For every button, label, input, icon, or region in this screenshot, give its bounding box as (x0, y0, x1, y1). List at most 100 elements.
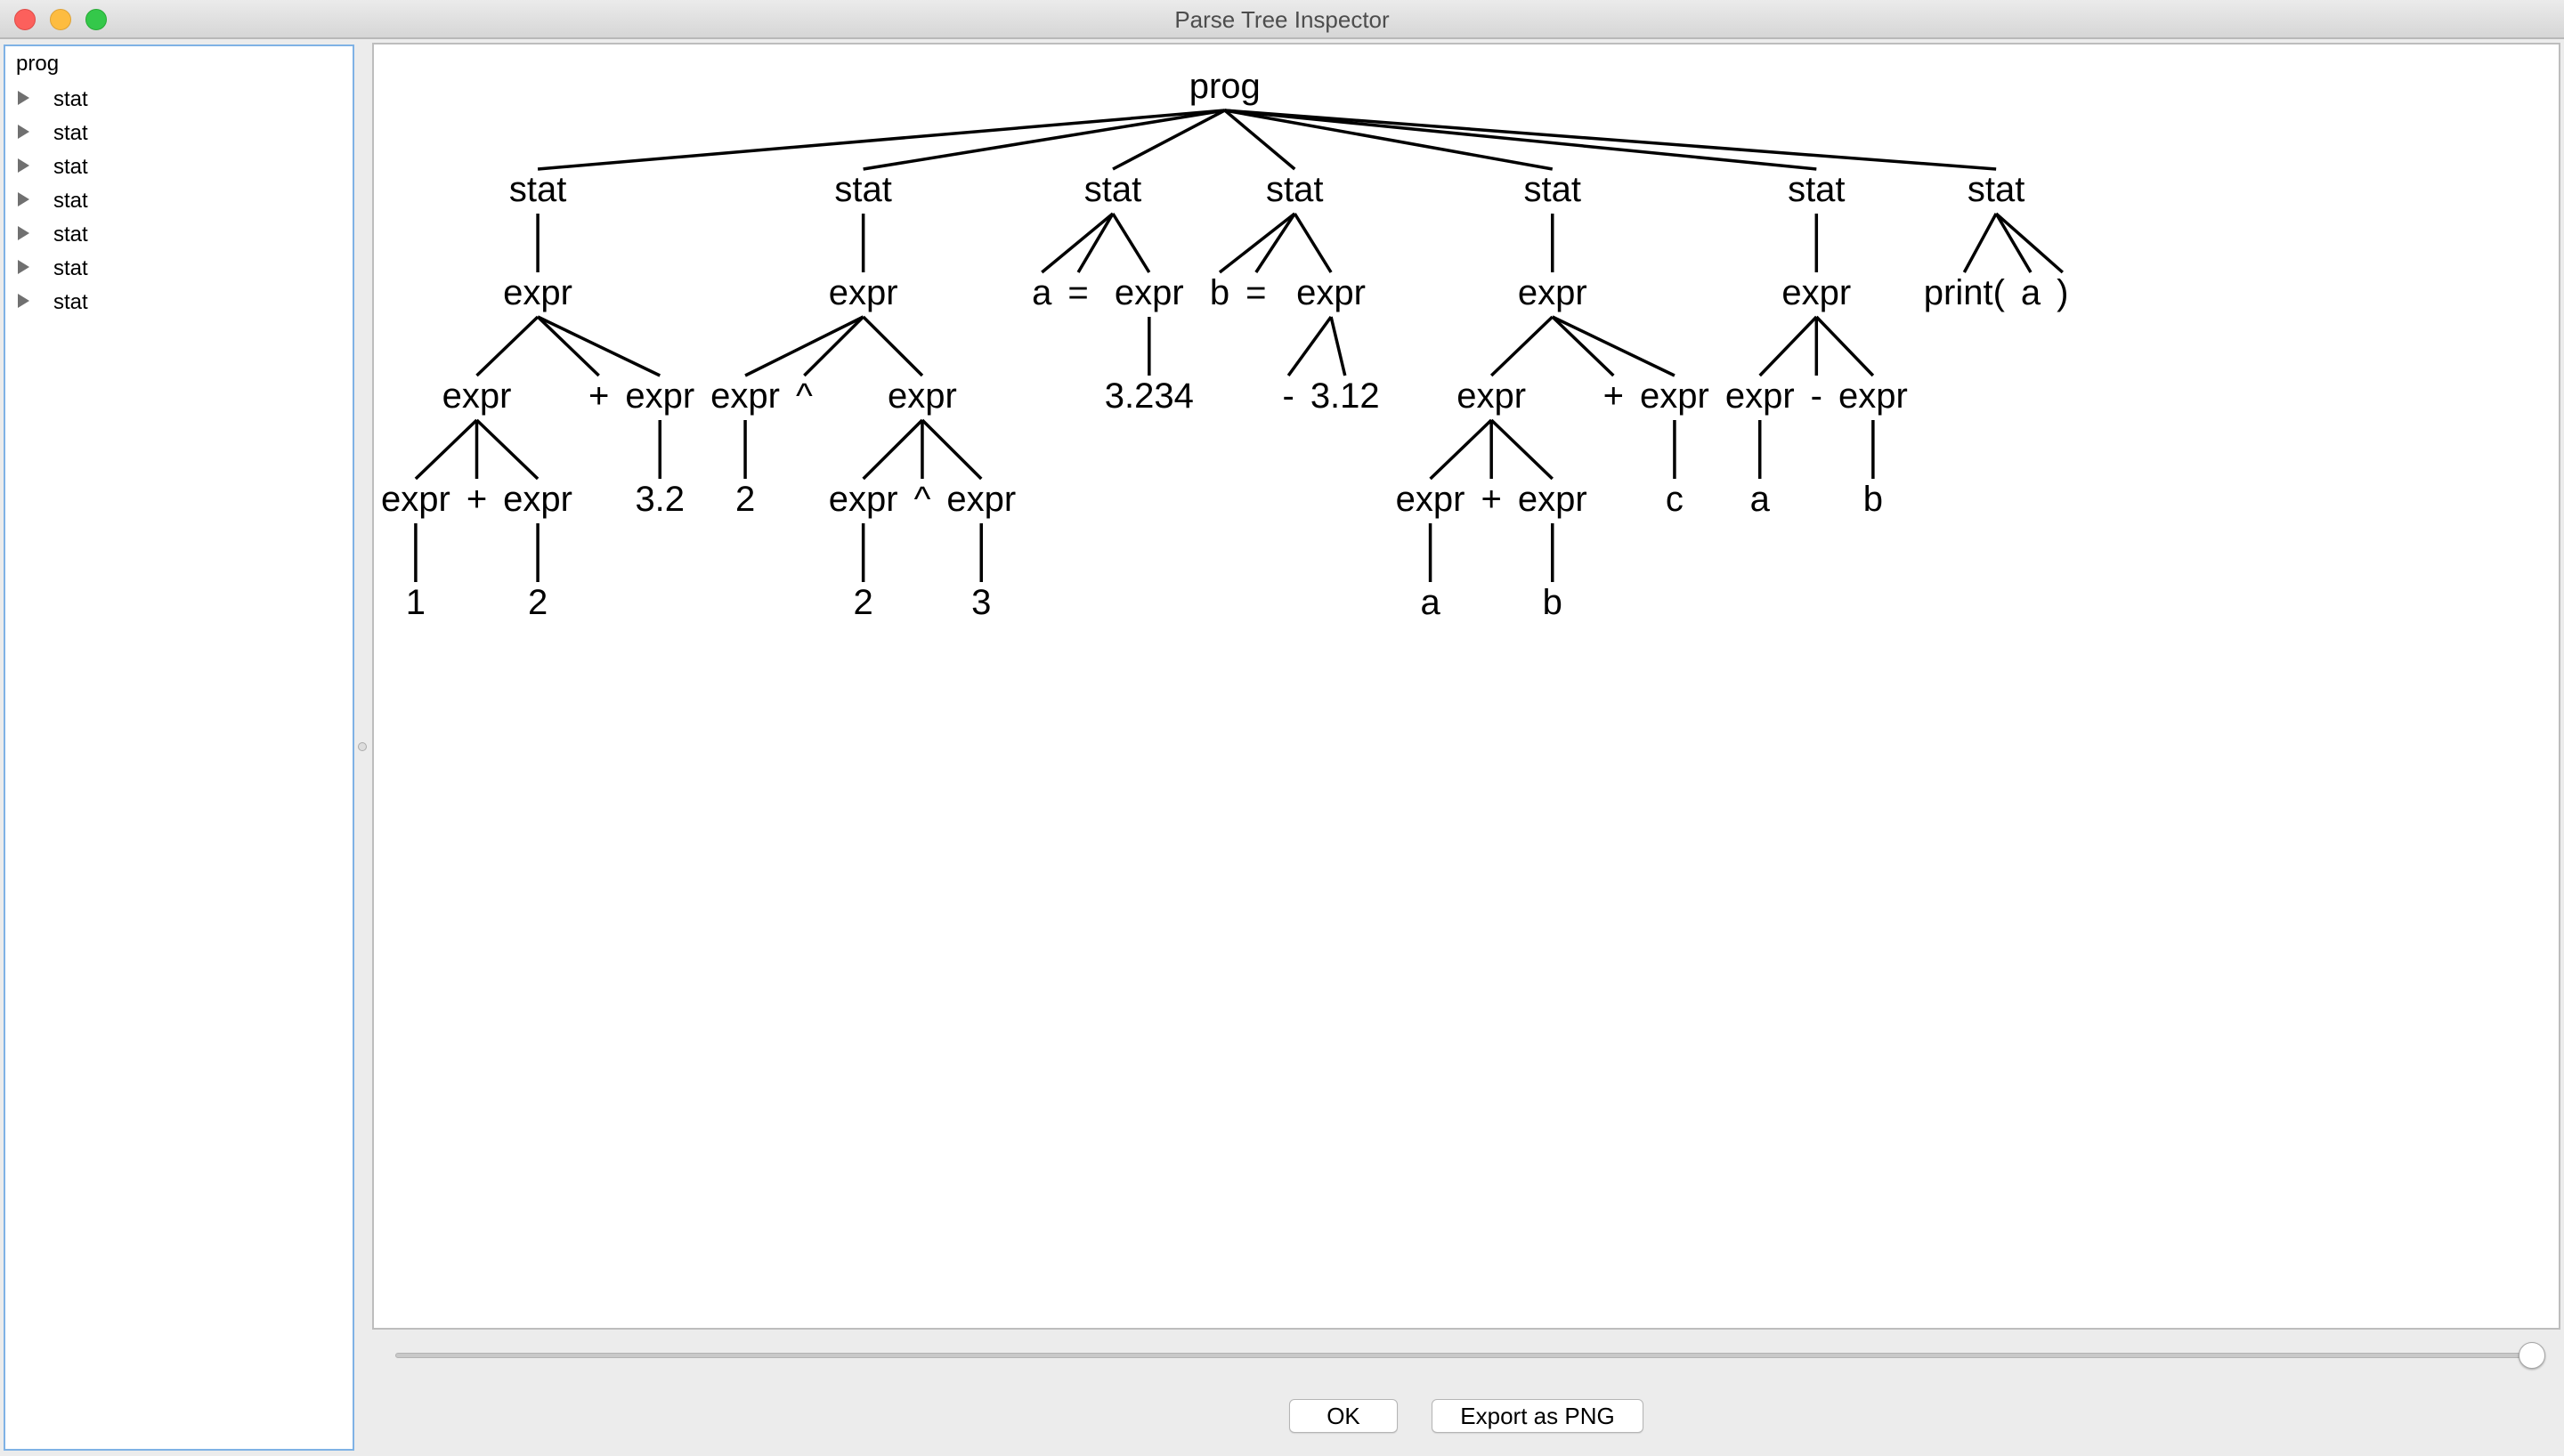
zoom-slider-thumb[interactable] (2519, 1342, 2545, 1369)
tree-edge (475, 315, 540, 377)
tree-outline-root[interactable]: prog (16, 52, 60, 76)
tree-node-label: a (1032, 273, 1052, 312)
sidebar-item-label: stat (53, 189, 88, 213)
tree-node-label: expr (442, 376, 512, 416)
sidebar-item-stat[interactable]: stat (5, 185, 353, 219)
zoom-slider-track[interactable] (395, 1353, 2532, 1358)
tree-node-label: stat (1266, 170, 1323, 209)
tree-node-label: expr (503, 273, 572, 312)
tree-edge (863, 109, 1226, 171)
tree-edge (1994, 213, 2033, 273)
tree-node-label: 2 (854, 583, 873, 622)
tree-node-label: expr (381, 480, 450, 519)
tree-edge (862, 418, 924, 481)
tree-edge (537, 315, 661, 377)
minimize-window-button[interactable] (50, 9, 71, 30)
tree-node-label: expr (1781, 273, 1851, 312)
tree-edge (1329, 316, 1347, 376)
sidebar-item-stat[interactable]: stat (5, 117, 353, 151)
ok-button[interactable]: OK (1289, 1399, 1398, 1433)
sidebar-item-label: stat (53, 121, 88, 145)
tree-node-label: + (1481, 480, 1501, 519)
tree-node-label: expr (625, 376, 694, 416)
parse-tree-diagram: progstatexprexprexpr1+expr2+expr3.2state… (381, 67, 2069, 622)
expand-triangle-icon[interactable] (18, 125, 29, 139)
tree-node-label: b (1543, 583, 1562, 622)
tree-node-label: stat (1968, 170, 2024, 209)
tree-node-label: a (2021, 273, 2041, 312)
tree-node-label: expr (1115, 273, 1184, 312)
split-pane-divider[interactable] (358, 742, 367, 751)
maximize-window-button[interactable] (85, 9, 107, 30)
tree-edge (414, 418, 478, 481)
tree-node-label: expr (1518, 480, 1587, 519)
tree-edge (1429, 418, 1493, 481)
tree-node-label: expr (1296, 273, 1366, 312)
tree-node-label: + (467, 480, 487, 519)
tree-edge (1041, 212, 1115, 274)
expand-triangle-icon[interactable] (18, 260, 29, 274)
tree-node-label: expr (829, 480, 898, 519)
tree-node-label: prog (1189, 67, 1261, 106)
sidebar-item-stat[interactable]: stat (5, 219, 353, 253)
tree-node-label: ^ (796, 376, 813, 416)
tree-node-label: b (1210, 273, 1229, 312)
tree-node-label: 2 (528, 583, 548, 622)
sidebar-item-stat[interactable]: stat (5, 84, 353, 117)
tree-edge (744, 315, 864, 377)
expand-triangle-icon[interactable] (18, 91, 29, 105)
tree-edge (1962, 213, 1998, 273)
tree-edge (862, 315, 924, 377)
tree-node-label: stat (1084, 170, 1141, 209)
tree-node-label: ) (2057, 273, 2068, 312)
tree-node-label: expr (1640, 376, 1709, 416)
export-png-button[interactable]: Export as PNG (1432, 1399, 1643, 1433)
tree-node-label: 3.2 (635, 480, 685, 519)
tree-node-label: expr (1456, 376, 1526, 416)
tree-edge (1551, 315, 1676, 377)
sidebar-item-stat[interactable]: stat (5, 253, 353, 287)
tree-edge (1815, 315, 1875, 377)
tree-edge (536, 315, 600, 377)
close-window-button[interactable] (14, 9, 36, 30)
tree-node-label: a (1750, 480, 1771, 519)
expand-triangle-icon[interactable] (18, 158, 29, 173)
tree-edge (1551, 315, 1615, 377)
tree-edge (1224, 109, 1997, 171)
sidebar-item-label: stat (53, 256, 88, 280)
tree-node-label: stat (834, 170, 891, 209)
tree-edge (1224, 109, 1817, 171)
tree-node-label: 2 (735, 480, 755, 519)
expand-triangle-icon[interactable] (18, 192, 29, 206)
tree-edge (1286, 315, 1333, 377)
tree-edge (1223, 109, 1296, 171)
tree-edge (1994, 212, 2064, 274)
expand-triangle-icon[interactable] (18, 294, 29, 308)
tree-node-label: 3.234 (1105, 376, 1194, 416)
tree-node-label: expr (888, 376, 957, 416)
expand-triangle-icon[interactable] (18, 226, 29, 240)
tree-node-label: c (1666, 480, 1684, 519)
tree-node-label: ^ (914, 480, 931, 519)
tree-node-label: expr (710, 376, 780, 416)
tree-edge (1076, 213, 1115, 273)
tree-node-label: 3.12 (1310, 376, 1380, 416)
tree-outline-panel: prog stat stat stat stat stat stat stat (4, 44, 354, 1451)
tree-node-label: stat (509, 170, 566, 209)
tree-edge (1218, 212, 1296, 274)
sidebar-item-label: stat (53, 155, 88, 179)
sidebar-item-label: stat (53, 290, 88, 314)
tree-node-label: 3 (971, 583, 991, 622)
sidebar-item-stat[interactable]: stat (5, 287, 353, 320)
tree-edge (1489, 418, 1554, 481)
tree-node-label: stat (1788, 170, 1845, 209)
tree-edge (537, 109, 1225, 171)
tree-node-label: expr (829, 273, 898, 312)
tree-node-label: expr (1725, 376, 1795, 416)
tree-edge (921, 418, 983, 481)
sidebar-item-stat[interactable]: stat (5, 151, 353, 185)
tree-edge (803, 315, 864, 377)
tree-edge (1111, 213, 1151, 273)
tree-node-label: - (1282, 376, 1294, 416)
